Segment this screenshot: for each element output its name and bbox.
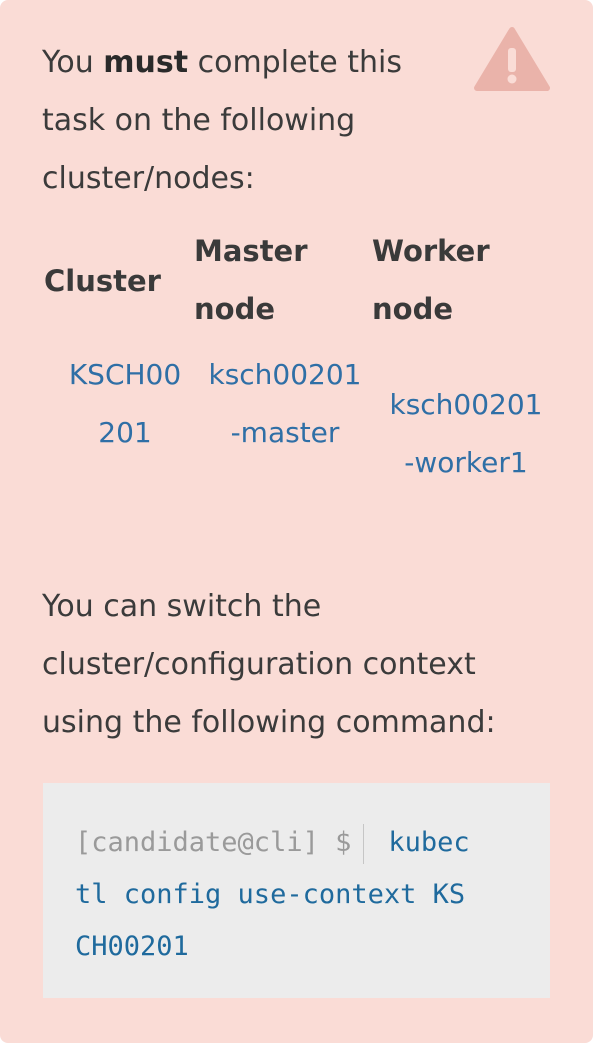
cell-cluster: KSCH00 201 (60, 346, 190, 462)
cell-text: ksch00201 (389, 388, 543, 421)
column-header-master-node: Master node (194, 222, 344, 338)
instruction-text: You (42, 45, 104, 80)
cell-text: KSCH00 (68, 358, 182, 391)
instruction-emphasis: must (103, 45, 189, 80)
cell-text: ksch00201 (208, 358, 362, 391)
context-switch-instruction: You can switch the cluster/configuration… (42, 578, 542, 752)
column-header-cluster: Cluster (44, 264, 161, 298)
code-line-2[interactable]: tl config use-context KS (75, 879, 466, 910)
cell-text: -worker1 (404, 446, 528, 479)
header-text: node (194, 292, 275, 326)
cell-worker-node: ksch00201 -worker1 (376, 376, 556, 492)
instruction-line-2: task on the following (42, 103, 356, 138)
instruction-line: cluster/configuration context (42, 647, 476, 682)
header-text: node (372, 292, 453, 326)
warning-icon (474, 27, 550, 91)
command-code-block[interactable]: [candidate@cli] $ kubec tl config use-con… (43, 783, 550, 998)
instruction-line-1: You must complete this (42, 34, 462, 92)
header-text: Worker (372, 234, 490, 268)
prompt-separator (363, 823, 365, 864)
instruction-text: complete this (188, 45, 403, 80)
shell-prompt: [candidate@cli] $ (75, 827, 352, 858)
cell-master-node: ksch00201 -master (200, 346, 370, 462)
column-header-worker-node: Worker node (372, 222, 522, 338)
code-line-3[interactable]: CH00201 (75, 931, 189, 962)
cell-text: -master (230, 416, 340, 449)
command-text[interactable]: kubec (388, 827, 470, 858)
cell-text: 201 (98, 416, 152, 449)
instruction-line: using the following command: (42, 705, 496, 740)
code-line-1: [candidate@cli] $ kubec (75, 817, 520, 869)
instruction-line: You can switch the (42, 589, 322, 624)
task-instruction: You must complete this task on the follo… (42, 34, 462, 208)
instruction-line-3: cluster/nodes: (42, 161, 255, 196)
header-text: Master (194, 234, 308, 268)
